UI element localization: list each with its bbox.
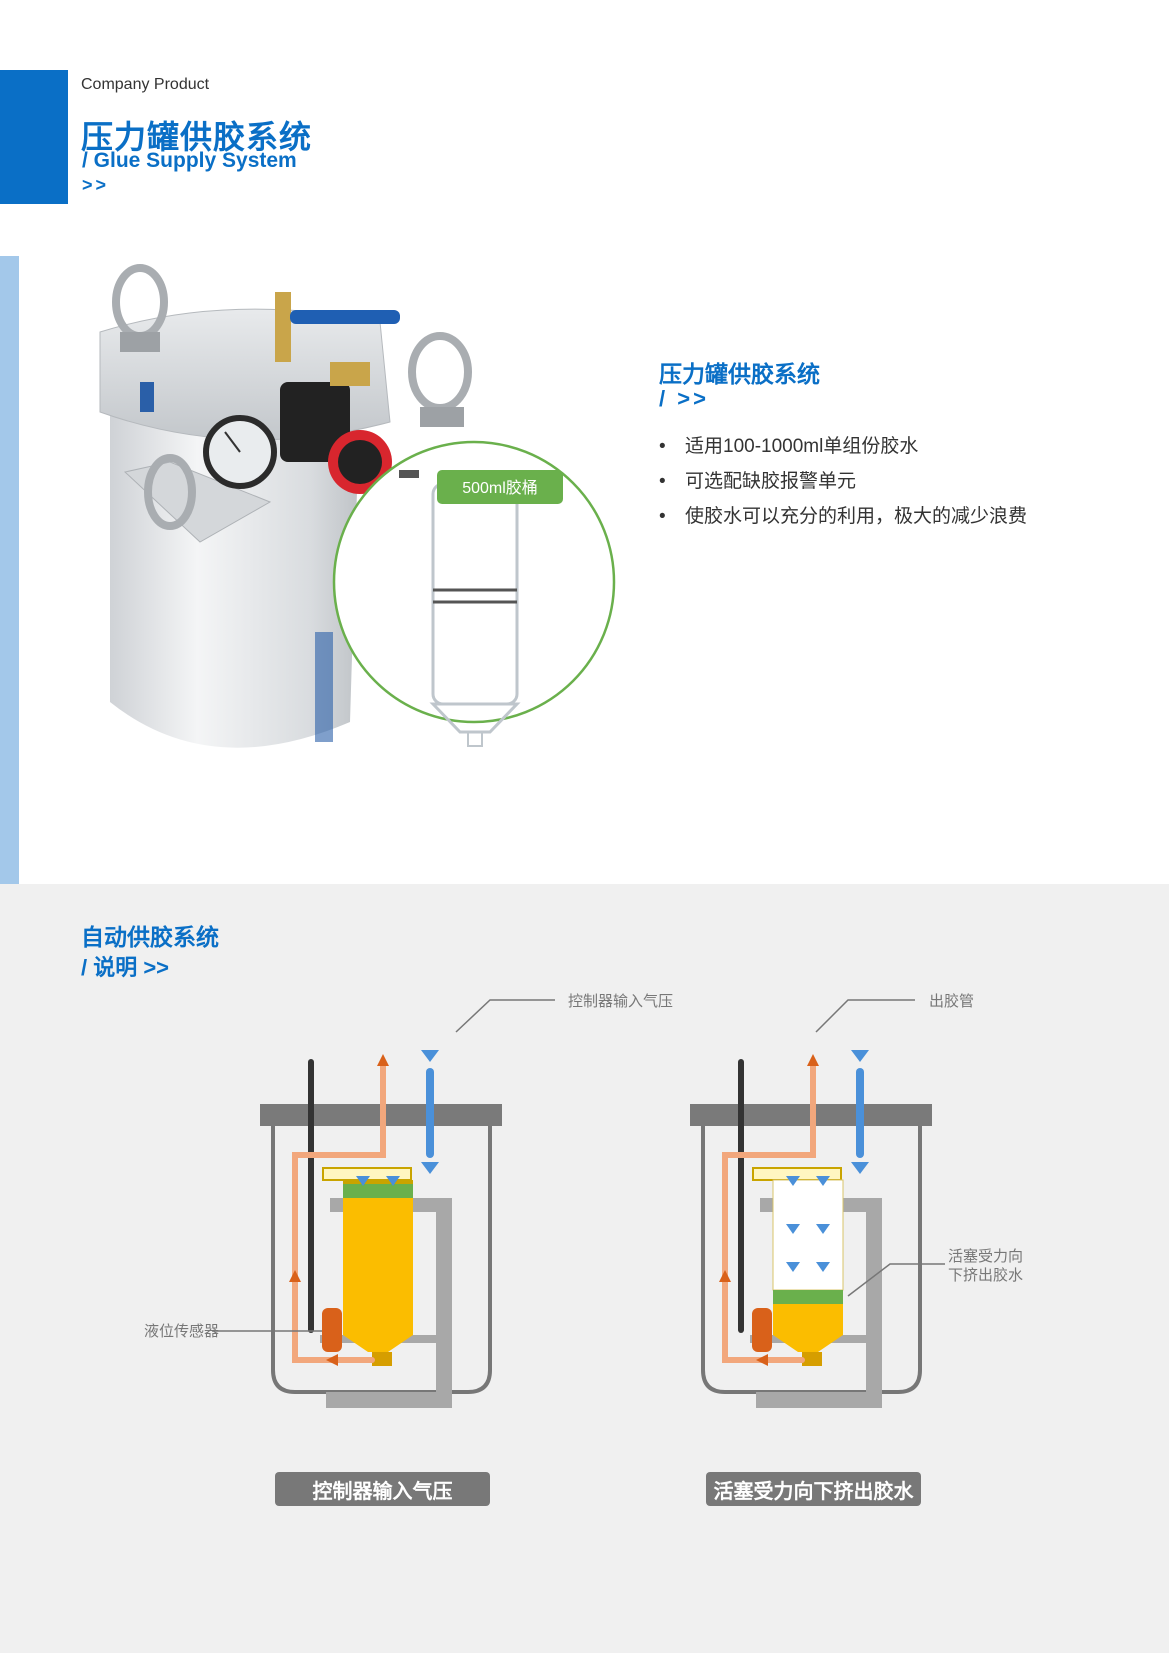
feature-list: 适用100-1000ml单组份胶水 可选配缺胶报警单元 使胶水可以充分的利用，极… bbox=[659, 432, 1027, 537]
company-label: Company Product bbox=[81, 76, 210, 93]
section-title: 自动供胶系统 bbox=[81, 924, 219, 950]
header-accent-block bbox=[0, 70, 68, 204]
bucket-label: 500ml胶桶 bbox=[462, 479, 538, 497]
label-controller-pressure: 控制器输入气压 bbox=[568, 993, 673, 1010]
list-item: 可选配缺胶报警单元 bbox=[659, 467, 1027, 502]
product-arrow: / >> bbox=[659, 386, 709, 411]
list-item: 适用100-1000ml单组份胶水 bbox=[659, 432, 1027, 467]
section-subtitle: / 说明 >> bbox=[81, 955, 170, 980]
system-section-background bbox=[0, 884, 1169, 1653]
caption-controller-pressure: 控制器输入气压 bbox=[275, 1472, 490, 1506]
page-subtitle: / Glue Supply System bbox=[82, 149, 297, 172]
caption-piston-extrusion: 活塞受力向下挤出胶水 bbox=[706, 1472, 921, 1506]
pressure-tank-illustration: 500ml胶桶 bbox=[99, 264, 616, 748]
label-level-sensor: 液位传感器 bbox=[144, 1323, 219, 1340]
product-title: 压力罐供胶系统 bbox=[659, 361, 820, 387]
side-accent-bar bbox=[0, 256, 19, 899]
glue-supply-diagram: 控制器输入气压 液位传感器 出胶管 活塞受力向 下挤出胶水 bbox=[144, 993, 1023, 1408]
label-piston-line2: 下挤出胶水 bbox=[948, 1267, 1023, 1284]
diagram-left: 控制器输入气压 液位传感器 bbox=[144, 993, 673, 1408]
bucket-label-badge bbox=[437, 470, 563, 504]
label-piston-line1: 活塞受力向 bbox=[948, 1247, 1023, 1265]
page-title: 压力罐供胶系统 bbox=[81, 119, 313, 155]
title-arrow: >> bbox=[82, 175, 110, 195]
list-item: 使胶水可以充分的利用，极大的减少浪费 bbox=[659, 502, 1027, 537]
label-outlet-pipe: 出胶管 bbox=[929, 993, 974, 1010]
diagram-right: 出胶管 活塞受力向 下挤出胶水 bbox=[690, 993, 1023, 1408]
